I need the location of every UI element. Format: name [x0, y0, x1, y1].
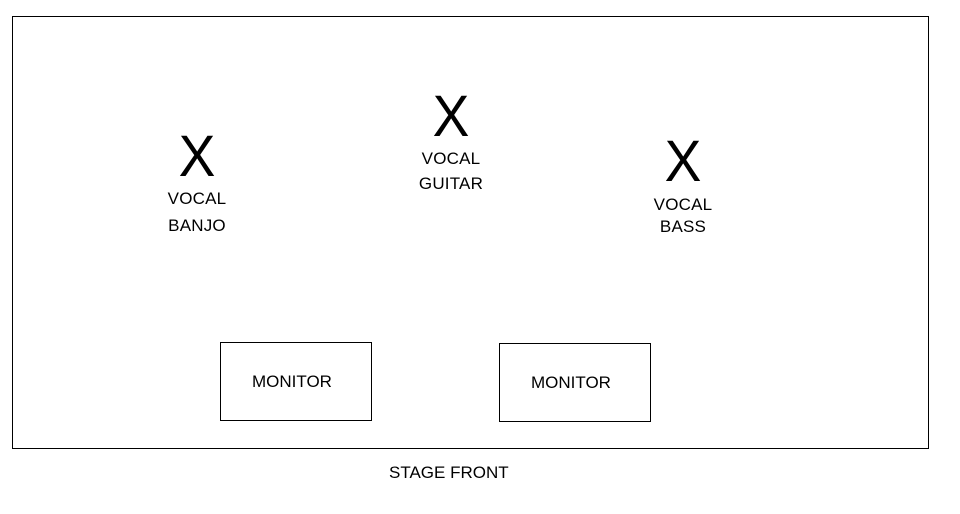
stage-front-label: STAGE FRONT — [389, 463, 509, 482]
position-role-label: VOCAL — [421, 149, 481, 168]
position-instrument-label: BASS — [659, 217, 707, 236]
position-instrument-label: GUITAR — [418, 174, 484, 193]
monitor-box-right: MONITOR — [499, 343, 651, 422]
position-marker: X — [664, 129, 702, 194]
performer-position-guitar: X VOCAL GUITAR — [405, 88, 497, 196]
monitor-label: MONITOR — [531, 373, 611, 392]
monitor-label: MONITOR — [252, 372, 332, 391]
performer-position-banjo: X VOCAL BANJO — [152, 128, 242, 238]
position-role-label: VOCAL — [653, 195, 713, 214]
position-role-label: VOCAL — [167, 189, 227, 208]
position-marker: X — [178, 124, 216, 189]
position-marker: X — [432, 84, 470, 149]
performer-position-bass: X VOCAL BASS — [637, 133, 729, 239]
monitor-box-left: MONITOR — [220, 342, 372, 421]
stage-outline — [12, 16, 929, 449]
position-instrument-label: BANJO — [168, 216, 226, 235]
